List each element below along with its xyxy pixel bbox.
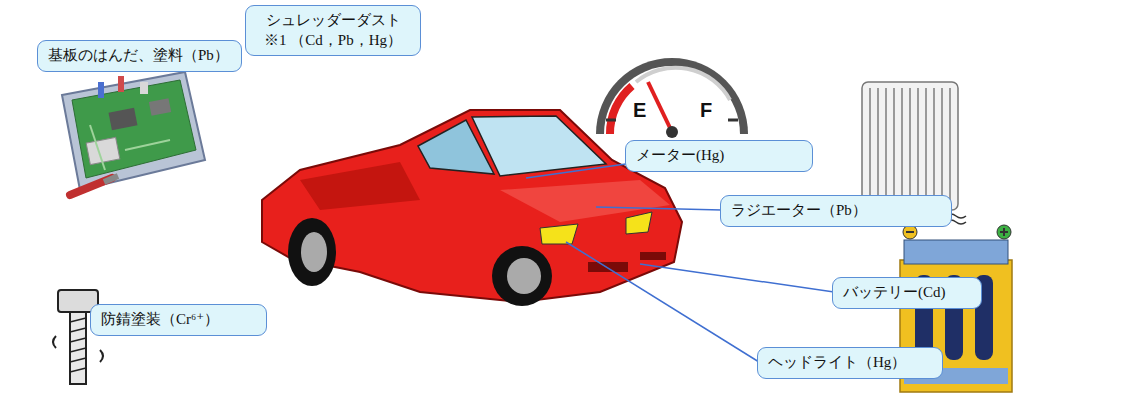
- circuit-board: [62, 72, 205, 195]
- callout-text: ラジエーター（Pb）: [731, 201, 941, 221]
- leader-lines: [526, 162, 834, 362]
- callout-box: シュレッダーダスト※1 （Cd，Pb，Hg）: [245, 5, 421, 56]
- callout-text: シュレッダーダスト※1 （Cd，Pb，Hg）: [256, 11, 410, 50]
- fuel-gauge: [596, 58, 748, 138]
- callout-box: ヘッドライト（Hg）: [757, 347, 943, 379]
- callout-text: バッテリー(Cd): [843, 283, 971, 303]
- callout-box: 防錆塗装（Cr⁶⁺）: [90, 304, 267, 336]
- gauge-letter: E: [633, 100, 646, 120]
- callout-box: メーター(Hg): [625, 140, 813, 172]
- callout-box: バッテリー(Cd): [832, 277, 982, 309]
- callout-text: メーター(Hg): [636, 146, 802, 166]
- callout-box: ラジエーター（Pb）: [720, 195, 952, 227]
- callout-text: 防錆塗装（Cr⁶⁺）: [101, 310, 256, 330]
- callout-text: 基板のはんだ、塗料（Pb）: [48, 46, 231, 66]
- radiator: [862, 82, 958, 210]
- gauge-letter: F: [700, 100, 712, 120]
- callout-text: ヘッドライト（Hg）: [768, 353, 932, 373]
- callout-box: 基板のはんだ、塗料（Pb）: [37, 40, 242, 72]
